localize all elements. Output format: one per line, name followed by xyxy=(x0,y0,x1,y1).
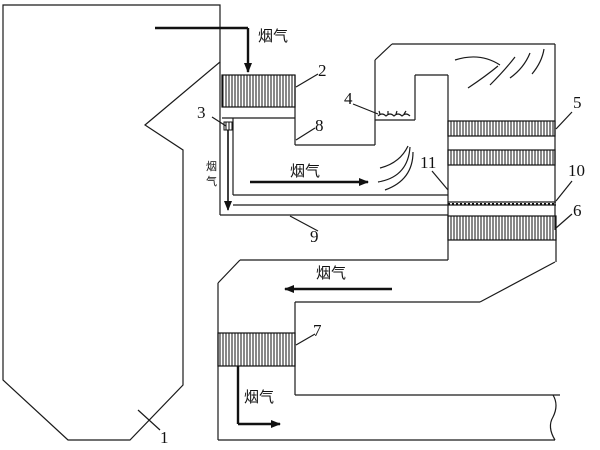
label-9: 9 xyxy=(310,227,319,246)
inner-channel xyxy=(222,117,556,206)
flow-curves-middle xyxy=(377,145,414,191)
flue-gas-label-vertical-2: 气 xyxy=(206,174,217,188)
plate-10 xyxy=(448,201,556,205)
label-5: 5 xyxy=(573,93,582,112)
spray-nozzles-4 xyxy=(377,110,411,117)
cut-line-right xyxy=(549,394,557,441)
label-10: 10 xyxy=(568,161,585,180)
heat-exchanger-5b xyxy=(447,149,556,166)
flow-curves-upper xyxy=(454,48,545,89)
heat-exchanger-2 xyxy=(221,74,296,108)
flue-gas-label-vertical-1: 烟 xyxy=(206,159,217,173)
lower-duct xyxy=(217,215,560,441)
heat-exchanger-7 xyxy=(217,332,296,367)
component-11-box xyxy=(375,74,449,215)
furnace-body xyxy=(2,4,221,441)
label-7: 7 xyxy=(313,321,322,340)
heat-exchanger-5a xyxy=(447,120,556,137)
heat-exchanger-6 xyxy=(447,215,557,241)
flue-gas-label-top: 烟气 xyxy=(258,27,288,45)
label-6: 6 xyxy=(573,201,582,220)
flue-gas-label-middle: 烟气 xyxy=(290,162,320,180)
label-4: 4 xyxy=(344,89,353,108)
label-2: 2 xyxy=(318,61,327,80)
flue-gas-label-bottom: 烟气 xyxy=(244,388,274,406)
label-8: 8 xyxy=(315,116,324,135)
leader-lines xyxy=(137,73,573,431)
label-1: 1 xyxy=(160,428,169,447)
label-11: 11 xyxy=(420,153,436,172)
label-3: 3 xyxy=(197,103,206,122)
flue-gas-label-lower: 烟气 xyxy=(316,264,346,282)
